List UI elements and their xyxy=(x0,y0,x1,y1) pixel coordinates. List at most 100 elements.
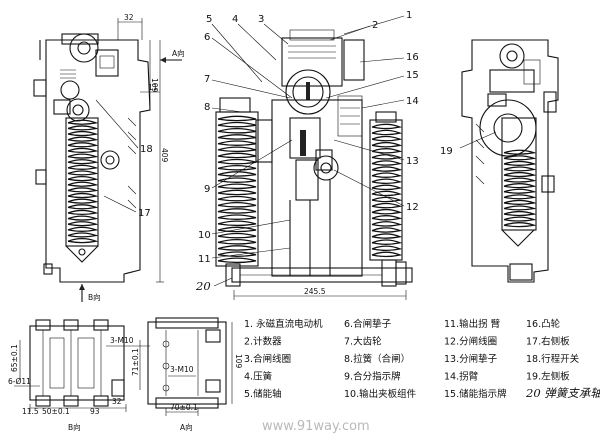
callout-4: 4 xyxy=(232,14,238,25)
spring-turn xyxy=(371,141,403,148)
spring-turn xyxy=(217,245,257,251)
callout-2: 2 xyxy=(372,20,378,31)
spring-turn xyxy=(217,115,257,122)
arrow-b-label: B向 xyxy=(88,292,101,302)
closing-spring-center-left xyxy=(217,115,257,264)
dim-65: 65±0.1 xyxy=(10,344,19,372)
legend-item: 17.右侧板 xyxy=(526,336,570,348)
callout-18: 18 xyxy=(140,144,153,155)
callout-19: 19 xyxy=(440,146,453,157)
watermark: www.91way.com xyxy=(262,419,370,434)
spring-turn xyxy=(217,232,257,239)
callout-3: 3 xyxy=(258,14,264,25)
legend-item: 10.输出夹板组件 xyxy=(344,388,417,400)
spring-turn xyxy=(67,130,99,137)
spring-turn xyxy=(67,164,99,170)
spring-turn xyxy=(371,129,403,136)
center-view: 245.5 5 4 3 6 7 8 9 10 11 20 2 1 16 15 1… xyxy=(195,10,419,300)
dim-71: 71±0.1 xyxy=(131,348,140,376)
spring-turn xyxy=(503,222,537,228)
dim-409: 409 xyxy=(160,148,169,163)
spring-turn xyxy=(217,171,257,177)
callout-12: 12 xyxy=(406,202,419,213)
spring-turn xyxy=(503,205,537,211)
detail-view-a: 71±0.1 3-M10 109 3-M10 70±0.1 A向 xyxy=(106,317,243,432)
spring-turn xyxy=(371,233,403,239)
dim-11: 11 xyxy=(148,83,158,92)
legend-item: 11.输出拐 臂 xyxy=(444,318,501,330)
spring-turn xyxy=(217,214,257,220)
spring-turn xyxy=(67,226,99,232)
callout-17: 17 xyxy=(138,208,151,219)
spring-turn xyxy=(217,238,257,245)
spring-turn xyxy=(217,189,257,196)
spring-turn xyxy=(503,216,537,222)
spring-turn xyxy=(503,199,537,205)
dim-32-b: 32 xyxy=(112,397,122,406)
spring-turn xyxy=(371,178,403,185)
spring-turn xyxy=(217,158,257,165)
dim-93: 93 xyxy=(90,407,100,416)
spring-turn xyxy=(67,221,99,227)
parts-legend: 1. 永磁直流电动机 6.合闸挚子 11.输出拐 臂 16.凸轮 2.计数器 7.大齿轮 1… xyxy=(244,318,600,400)
spring-turn xyxy=(371,123,403,130)
spring-turn xyxy=(217,201,257,208)
callout-14: 14 xyxy=(406,96,419,107)
spring-turn xyxy=(371,221,403,227)
spring-turn xyxy=(217,183,257,190)
spring-turn xyxy=(371,208,403,215)
spring-turn xyxy=(371,135,403,142)
spring-turn xyxy=(371,245,403,252)
spring-turn xyxy=(371,160,403,166)
callout-8: 8 xyxy=(204,102,210,113)
dim-11-5: 11.5 xyxy=(22,407,39,416)
spring-turn xyxy=(217,152,257,159)
detail-b-caption: B向 xyxy=(68,422,81,432)
legend-item: 1. 永磁直流电动机 xyxy=(244,318,323,330)
legend-item: 4.压簧 xyxy=(244,371,273,383)
dim-3-m10-lower: 3-M10 xyxy=(170,365,194,374)
dim-3-m10-upper: 3-M10 xyxy=(110,336,134,345)
legend-item: 12.分闸线圈 xyxy=(444,336,497,348)
spring-turn xyxy=(503,160,537,166)
dim-245-5: 245.5 xyxy=(304,287,326,296)
right-side-view: 19 xyxy=(440,39,559,283)
closing-spring-center-right xyxy=(371,123,403,258)
spring-turn xyxy=(217,220,257,227)
legend-item: 20 弹簧支承轴 xyxy=(525,386,600,400)
spring-turn xyxy=(67,198,99,204)
spring-turn xyxy=(67,209,99,216)
spring-turn xyxy=(503,183,537,189)
spring-turn xyxy=(217,208,257,214)
legend-item: 6.合闸挚子 xyxy=(344,318,392,330)
spring-turn xyxy=(67,215,99,221)
callout-13: 13 xyxy=(406,156,419,167)
spring-turn xyxy=(67,170,99,176)
callout-15: 15 xyxy=(406,70,419,81)
spring-turn xyxy=(371,196,403,203)
spring-turn xyxy=(217,140,257,146)
callout-16: 16 xyxy=(406,52,419,63)
legend-item: 19.左侧板 xyxy=(526,371,570,383)
spring-turn xyxy=(371,202,403,209)
spring-turn xyxy=(371,190,403,197)
dim-6-holes: 6-Ø11 xyxy=(8,377,31,386)
legend-item: 16.凸轮 xyxy=(526,318,561,330)
legend-item: 2.计数器 xyxy=(244,336,282,348)
legend-item: 13.分闸挚子 xyxy=(444,353,498,365)
callout-7: 7 xyxy=(204,74,210,85)
dim-109-a: 109 xyxy=(234,354,243,369)
spring-turn xyxy=(371,184,403,191)
dim-50: 50±0.1 xyxy=(42,407,70,416)
spring-turn xyxy=(67,136,99,142)
spring-turn xyxy=(217,177,257,183)
legend-item: 7.大齿轮 xyxy=(344,336,382,348)
spring-turn xyxy=(217,195,257,202)
callout-11: 11 xyxy=(198,254,211,265)
spring-turn xyxy=(217,127,257,134)
legend-item: 9.合分指示牌 xyxy=(344,371,401,383)
spring-turn xyxy=(67,147,99,154)
dim-70: 70±0.1 xyxy=(170,403,198,412)
detail-a-caption: A向 xyxy=(180,422,193,432)
spring-turn xyxy=(67,125,99,131)
